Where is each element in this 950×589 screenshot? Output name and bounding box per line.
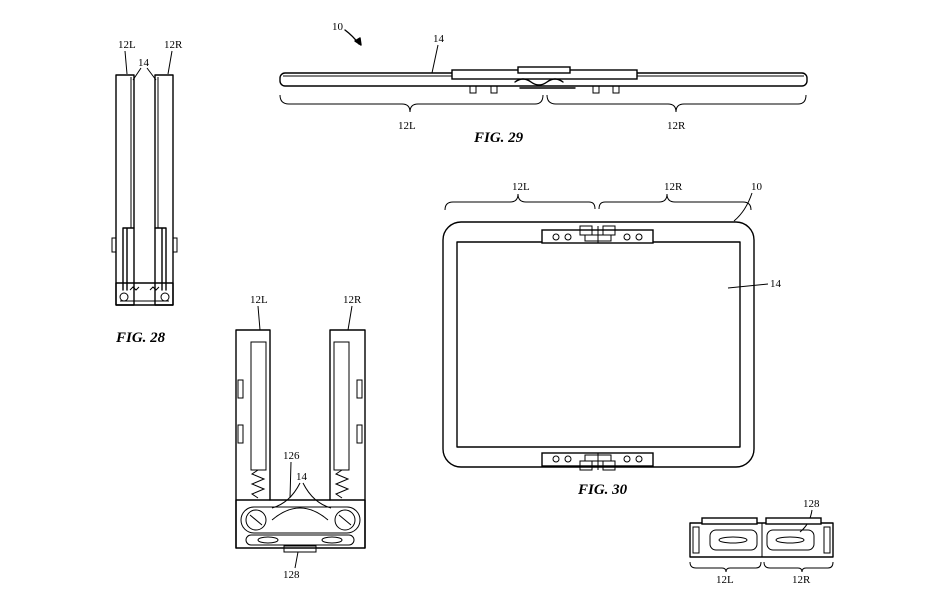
fig29-label-12R: 12R — [667, 120, 686, 132]
open-label-126: 126 — [283, 450, 300, 462]
open-label-128: 128 — [283, 569, 300, 581]
fig-30: 12L 12R 10 14 FIG. 30 — [443, 181, 782, 498]
fig-hinge-detail: 128 12L 12R — [690, 498, 833, 586]
open-right-housing — [330, 330, 365, 548]
fig30-display — [457, 242, 740, 447]
open-label-12L: 12L — [250, 294, 268, 306]
fig29-caption: FIG. 29 — [473, 130, 524, 146]
fig-29: 10 14 12L 12R FIG. 29 — [280, 21, 807, 146]
detail-label-12L: 12L — [716, 574, 734, 586]
fig30-label-10: 10 — [751, 181, 763, 193]
fig-28: 12L 12R 14 FIG. 28 — [112, 39, 183, 346]
fig30-label-14: 14 — [770, 278, 782, 290]
fig28-hinge — [116, 283, 173, 305]
detail-label-128: 128 — [803, 498, 820, 510]
fig-open-hinge: 12L 12R 126 14 128 — [236, 294, 365, 581]
fig29-label-12L: 12L — [398, 120, 416, 132]
fig28-label-12L: 12L — [118, 39, 136, 51]
fig30-label-12L: 12L — [512, 181, 530, 193]
fig29-label-10: 10 — [332, 21, 344, 33]
open-label-14: 14 — [296, 471, 308, 483]
fig28-label-14: 14 — [138, 57, 150, 69]
fig30-label-12R: 12R — [664, 181, 683, 193]
fig30-caption: FIG. 30 — [577, 482, 628, 498]
fig28-caption: FIG. 28 — [115, 330, 166, 346]
open-label-12R: 12R — [343, 294, 362, 306]
fig28-label-12R: 12R — [164, 39, 183, 51]
fig30-device-body — [443, 222, 754, 467]
fig29-label-14: 14 — [433, 33, 445, 45]
detail-label-12R: 12R — [792, 574, 811, 586]
